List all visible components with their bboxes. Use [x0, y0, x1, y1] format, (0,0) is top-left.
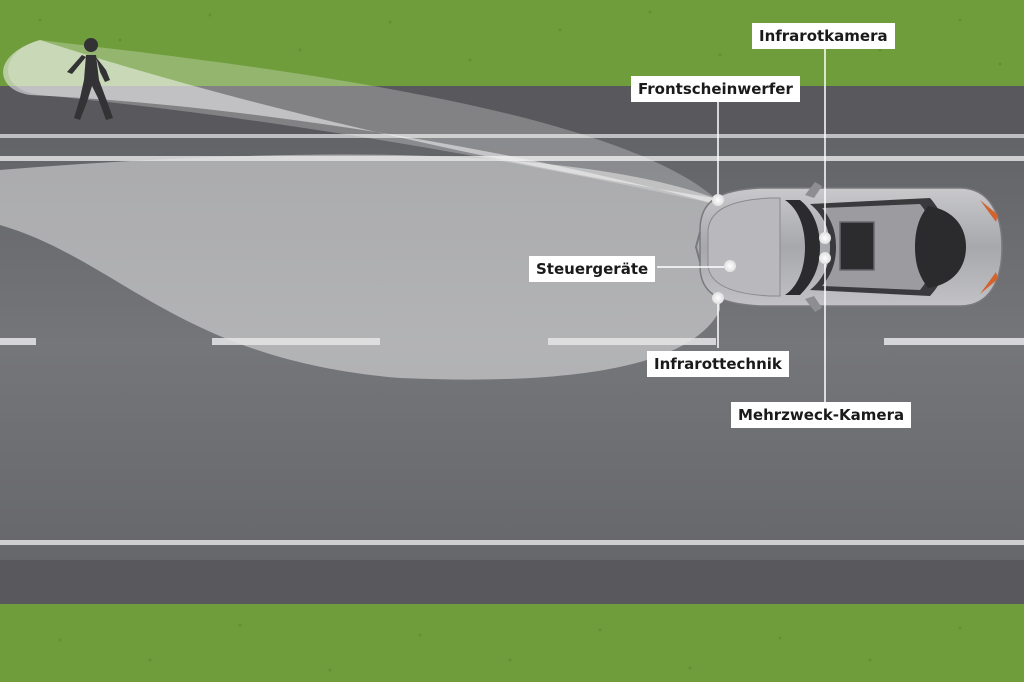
label-infrared-tech: Infrarottechnik [647, 351, 789, 377]
label-control-units: Steuergeräte [529, 256, 656, 282]
label-multi-camera: Mehrzweck-Kamera [731, 402, 912, 428]
grass-bottom [0, 604, 1024, 682]
low-beam-area [0, 154, 720, 380]
marker-dots [712, 194, 831, 304]
control-units-marker [724, 260, 736, 272]
infrared-camera-marker [819, 232, 831, 244]
car-icon [694, 182, 1003, 312]
callout-lines [657, 48, 826, 403]
grass-texture [38, 10, 1002, 672]
pedestrian-icon [67, 38, 113, 120]
headlight-marker [712, 194, 724, 206]
multi-camera-marker [819, 252, 831, 264]
edge-line-top [0, 134, 1024, 138]
road-shoulder-bottom [0, 560, 1024, 604]
spot-light-beam [3, 40, 715, 204]
label-infrared-camera: Infrarotkamera [752, 23, 895, 49]
infrared-tech-marker [712, 292, 724, 304]
label-headlight: Frontscheinwerfer [631, 76, 800, 102]
edge-line-bottom [0, 540, 1024, 545]
infrared-beam-outline [8, 40, 715, 204]
